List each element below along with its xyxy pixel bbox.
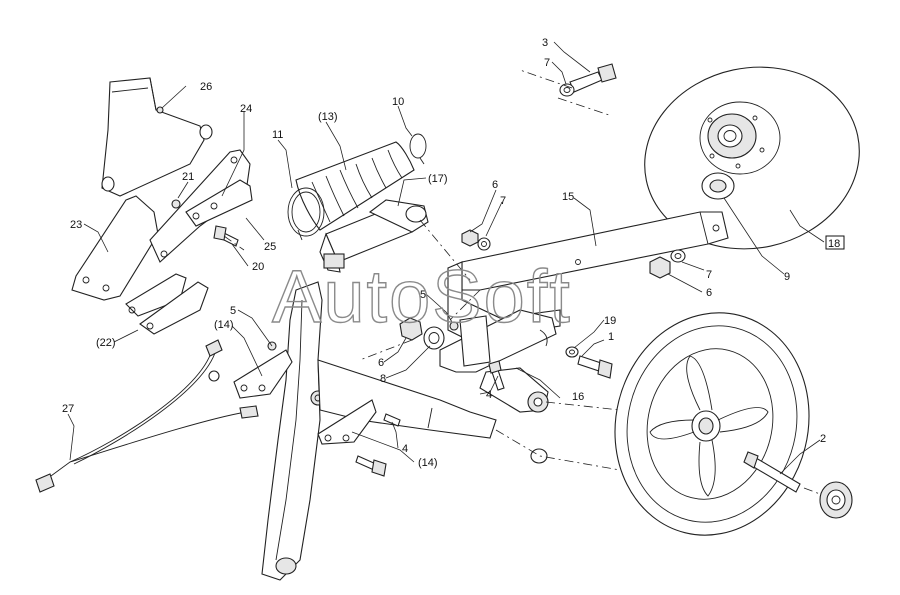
actuator-part bbox=[319, 199, 429, 273]
bolt-4-lower-part bbox=[355, 413, 401, 477]
callout-3: 3 bbox=[542, 37, 548, 49]
callout-8: 8 bbox=[380, 373, 386, 385]
callout-25: 25 bbox=[264, 241, 276, 253]
callout-19: 19 bbox=[604, 315, 616, 327]
nut-washer-right-part bbox=[649, 249, 686, 279]
retaining-ring-part bbox=[409, 133, 427, 165]
callout-11: 11 bbox=[272, 129, 283, 141]
callout-22: (22) bbox=[96, 337, 116, 349]
wheel-part bbox=[614, 312, 810, 536]
axle-bolt-part bbox=[743, 451, 853, 519]
callout-15: 15 bbox=[562, 191, 574, 203]
callout-labels: 26 24 21 23 25 20 (22) 11 (13) 10 (17) 3… bbox=[62, 37, 845, 469]
callout-4-upper: 4 bbox=[486, 389, 492, 401]
callout-21: 21 bbox=[182, 171, 194, 183]
callout-5-left: 5 bbox=[230, 305, 236, 317]
cover-part bbox=[101, 77, 213, 197]
callout-6-mid: 6 bbox=[378, 357, 384, 369]
callout-7-upper: 7 bbox=[500, 195, 506, 207]
callout-6-upper: 6 bbox=[492, 179, 498, 191]
callout-26: 26 bbox=[200, 81, 212, 93]
callout-5-mid: 5 bbox=[420, 289, 426, 301]
callout-6-right: 6 bbox=[706, 287, 712, 299]
nut-washer-upper-part bbox=[461, 229, 491, 251]
callout-13: (13) bbox=[318, 111, 338, 123]
callout-18: 18 bbox=[828, 238, 840, 250]
assembly-lines bbox=[223, 69, 821, 495]
callout-14-left: (14) bbox=[214, 319, 234, 331]
callout-20: 20 bbox=[252, 261, 264, 273]
bracket-25-part bbox=[185, 179, 253, 227]
callout-9: 9 bbox=[784, 271, 790, 283]
callout-24: 24 bbox=[240, 103, 252, 115]
hose-clamp-part bbox=[287, 187, 325, 241]
watermark: AutoSoft bbox=[272, 255, 572, 338]
callout-14-right: (14) bbox=[418, 457, 438, 469]
spring-part bbox=[295, 141, 415, 231]
bolt-4-upper-part bbox=[488, 360, 505, 391]
nut-21-part bbox=[171, 199, 181, 209]
callout-4-lower: 4 bbox=[402, 443, 408, 455]
callout-16: 16 bbox=[572, 391, 584, 403]
washer-lower-part bbox=[530, 448, 548, 464]
callout-18-box bbox=[825, 235, 845, 250]
mount-plate-right-part bbox=[317, 399, 377, 445]
callout-7-top: 7 bbox=[544, 57, 550, 69]
bracket-22-part bbox=[125, 273, 209, 335]
bolt-1-part bbox=[565, 346, 613, 379]
callout-23: 23 bbox=[70, 219, 82, 231]
mount-plate-left-part bbox=[233, 341, 293, 399]
callout-10: 10 bbox=[392, 96, 404, 108]
hub-spacer-part bbox=[701, 172, 735, 200]
sensor-cable-part bbox=[35, 339, 259, 493]
callout-1: 1 bbox=[608, 331, 614, 343]
disc-part bbox=[644, 66, 860, 250]
callout-27: 27 bbox=[62, 403, 74, 415]
leader-lines bbox=[67, 41, 825, 475]
bolt-20-part bbox=[213, 225, 239, 247]
bracket-23-part bbox=[71, 195, 159, 301]
bolt-3-part bbox=[559, 63, 617, 97]
callout-7-right: 7 bbox=[706, 269, 712, 281]
callout-2: 2 bbox=[820, 433, 826, 445]
bushing-part bbox=[399, 317, 459, 350]
callout-17: (17) bbox=[428, 173, 448, 185]
